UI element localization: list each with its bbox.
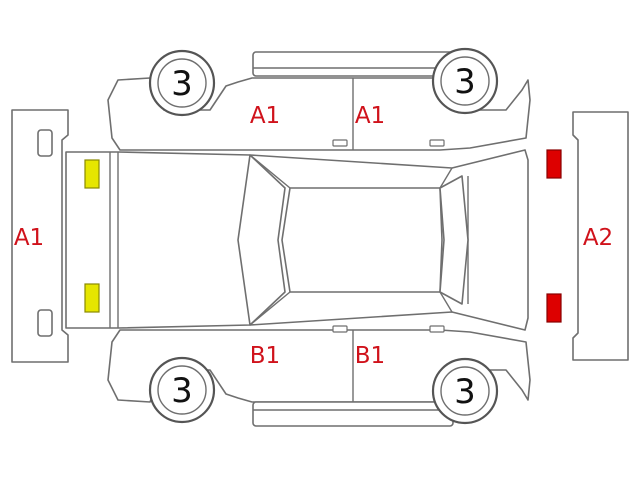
roof-strip-top: [252, 51, 454, 77]
wheel-top-right-count: 3: [454, 62, 476, 102]
wheel-bottom-right: 3: [431, 357, 499, 425]
wheel-bottom-left-count: 3: [171, 371, 193, 411]
code-front: A1: [14, 225, 44, 251]
code-rear: A2: [583, 225, 613, 251]
front-right-marker: [84, 283, 100, 313]
side-view-top: [107, 77, 531, 151]
side-view-bottom: [107, 325, 531, 403]
code-side-left: B1: [250, 343, 280, 369]
code-roof-right: A1: [355, 103, 385, 129]
rear-bumper-panel: [572, 111, 629, 361]
wheel-bottom-left: 3: [148, 356, 216, 424]
code-roof-left: A1: [250, 103, 280, 129]
wheel-bottom-right-count: 3: [454, 372, 476, 412]
wheel-top-left: 3: [148, 49, 216, 117]
roof-strip-bottom: [252, 401, 454, 427]
front-bumper-panel: [11, 109, 69, 363]
front-left-marker: [84, 159, 100, 189]
rear-left-marker: [546, 149, 562, 179]
rear-right-marker: [546, 293, 562, 323]
wheel-top-right: 3: [431, 47, 499, 115]
code-side-right: B1: [355, 343, 385, 369]
wheel-top-left-count: 3: [171, 64, 193, 104]
top-view-body: [65, 149, 529, 331]
